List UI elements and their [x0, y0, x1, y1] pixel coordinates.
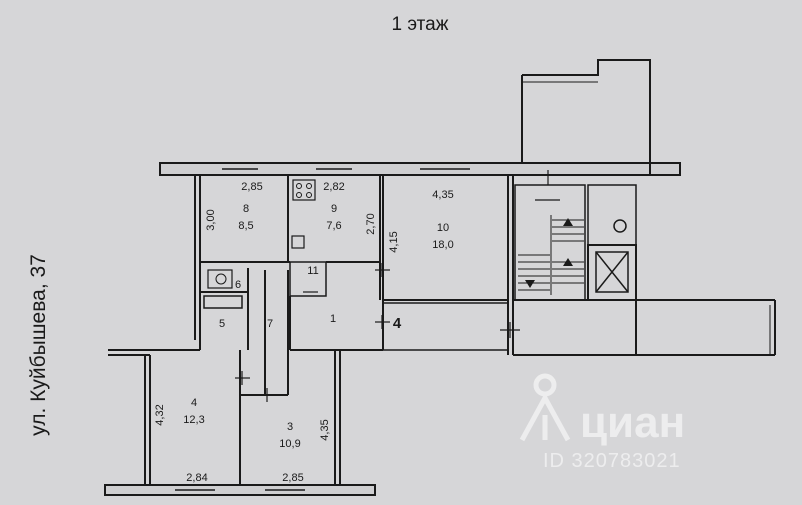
- dim-282-top: 2,82: [323, 181, 344, 193]
- stove-icon: [292, 179, 316, 201]
- dim-300: 3,00: [205, 209, 217, 230]
- dim-284-bottom: 2,84: [186, 472, 207, 484]
- room-4-area: 12,3: [183, 414, 204, 426]
- room-5-number: 5: [219, 318, 225, 330]
- room-8-number: 8: [243, 203, 249, 215]
- door-marks: [235, 170, 560, 402]
- room-3-number: 3: [287, 421, 293, 433]
- corridor-number: 4: [393, 315, 402, 332]
- upper-block: [522, 59, 651, 175]
- room-4-number: 4: [191, 397, 197, 409]
- room-11-number: 11: [307, 265, 318, 277]
- walls: [104, 59, 776, 496]
- bottom-wall: [104, 484, 376, 496]
- room-10-number: 10: [437, 222, 449, 234]
- dim-270: 2,70: [365, 213, 377, 234]
- dim-435-top: 4,35: [432, 189, 453, 201]
- room-10-area: 18,0: [432, 239, 453, 251]
- room-11-box: [289, 261, 327, 297]
- watermark: циан ID 320783021: [519, 373, 685, 472]
- cian-logo-icon: [519, 373, 571, 442]
- stair-arrows: [525, 218, 573, 288]
- dim-285-bottom: 2,85: [282, 472, 303, 484]
- stair-steps: [518, 215, 584, 295]
- street-label: ул. Куйбышева, 37: [27, 254, 50, 436]
- watermark-id: ID 320783021: [543, 450, 681, 472]
- watermark-brand: циан: [580, 398, 685, 447]
- dim-432: 4,32: [154, 404, 166, 425]
- room-8-area: 8,5: [238, 220, 253, 232]
- dim-285-top: 2,85: [241, 181, 262, 193]
- dim-435-right: 4,35: [319, 419, 331, 440]
- floor-title: 1 этаж: [392, 14, 449, 35]
- sink-icon: [291, 235, 305, 249]
- room-9-area: 7,6: [326, 220, 341, 232]
- dim-415: 4,15: [388, 231, 400, 252]
- room-6-number: 6: [235, 279, 241, 291]
- toilet-icon: [207, 269, 233, 289]
- corridor-box: [382, 302, 509, 351]
- room-9-number: 9: [331, 203, 337, 215]
- room-3-area: 10,9: [279, 438, 300, 450]
- room-7-number: 7: [267, 318, 273, 330]
- room-1-number: 1: [330, 313, 336, 325]
